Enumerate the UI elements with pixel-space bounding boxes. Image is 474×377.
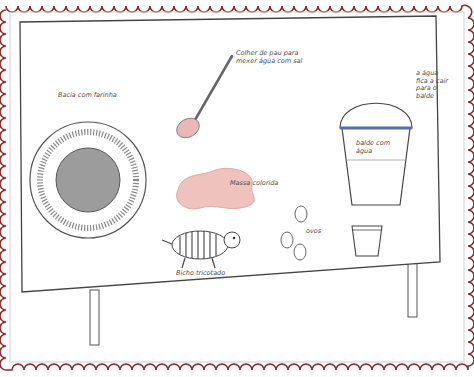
egg xyxy=(281,232,293,248)
basin-flour xyxy=(40,132,136,228)
cup xyxy=(352,226,382,256)
animal-label: Bicho tricotado xyxy=(176,270,236,278)
photo-frame xyxy=(10,12,464,362)
egg xyxy=(295,206,307,222)
bucket xyxy=(340,103,412,205)
spoon-bowl xyxy=(173,114,203,142)
board-leg xyxy=(90,290,99,345)
dough-blob xyxy=(177,168,255,209)
basin-center xyxy=(56,148,120,212)
eggs-label: ovos xyxy=(306,228,336,236)
board-leg xyxy=(408,262,417,317)
side-note: a água fica a cair para o balde xyxy=(416,70,452,100)
spoon-handle xyxy=(195,56,232,120)
basin-rim xyxy=(30,122,146,238)
board-panel xyxy=(20,16,440,292)
scalloped-frame xyxy=(0,5,474,370)
basin-label: Bacia com farinha xyxy=(58,92,128,100)
egg xyxy=(294,244,306,260)
cup-rim xyxy=(352,230,382,231)
dough-label: Massa colorida xyxy=(230,180,280,188)
knitted-animal xyxy=(162,231,240,268)
spoon-label: Colher de pau para mexer água com sal xyxy=(236,50,306,65)
bucket-label: balde com água xyxy=(356,140,396,155)
